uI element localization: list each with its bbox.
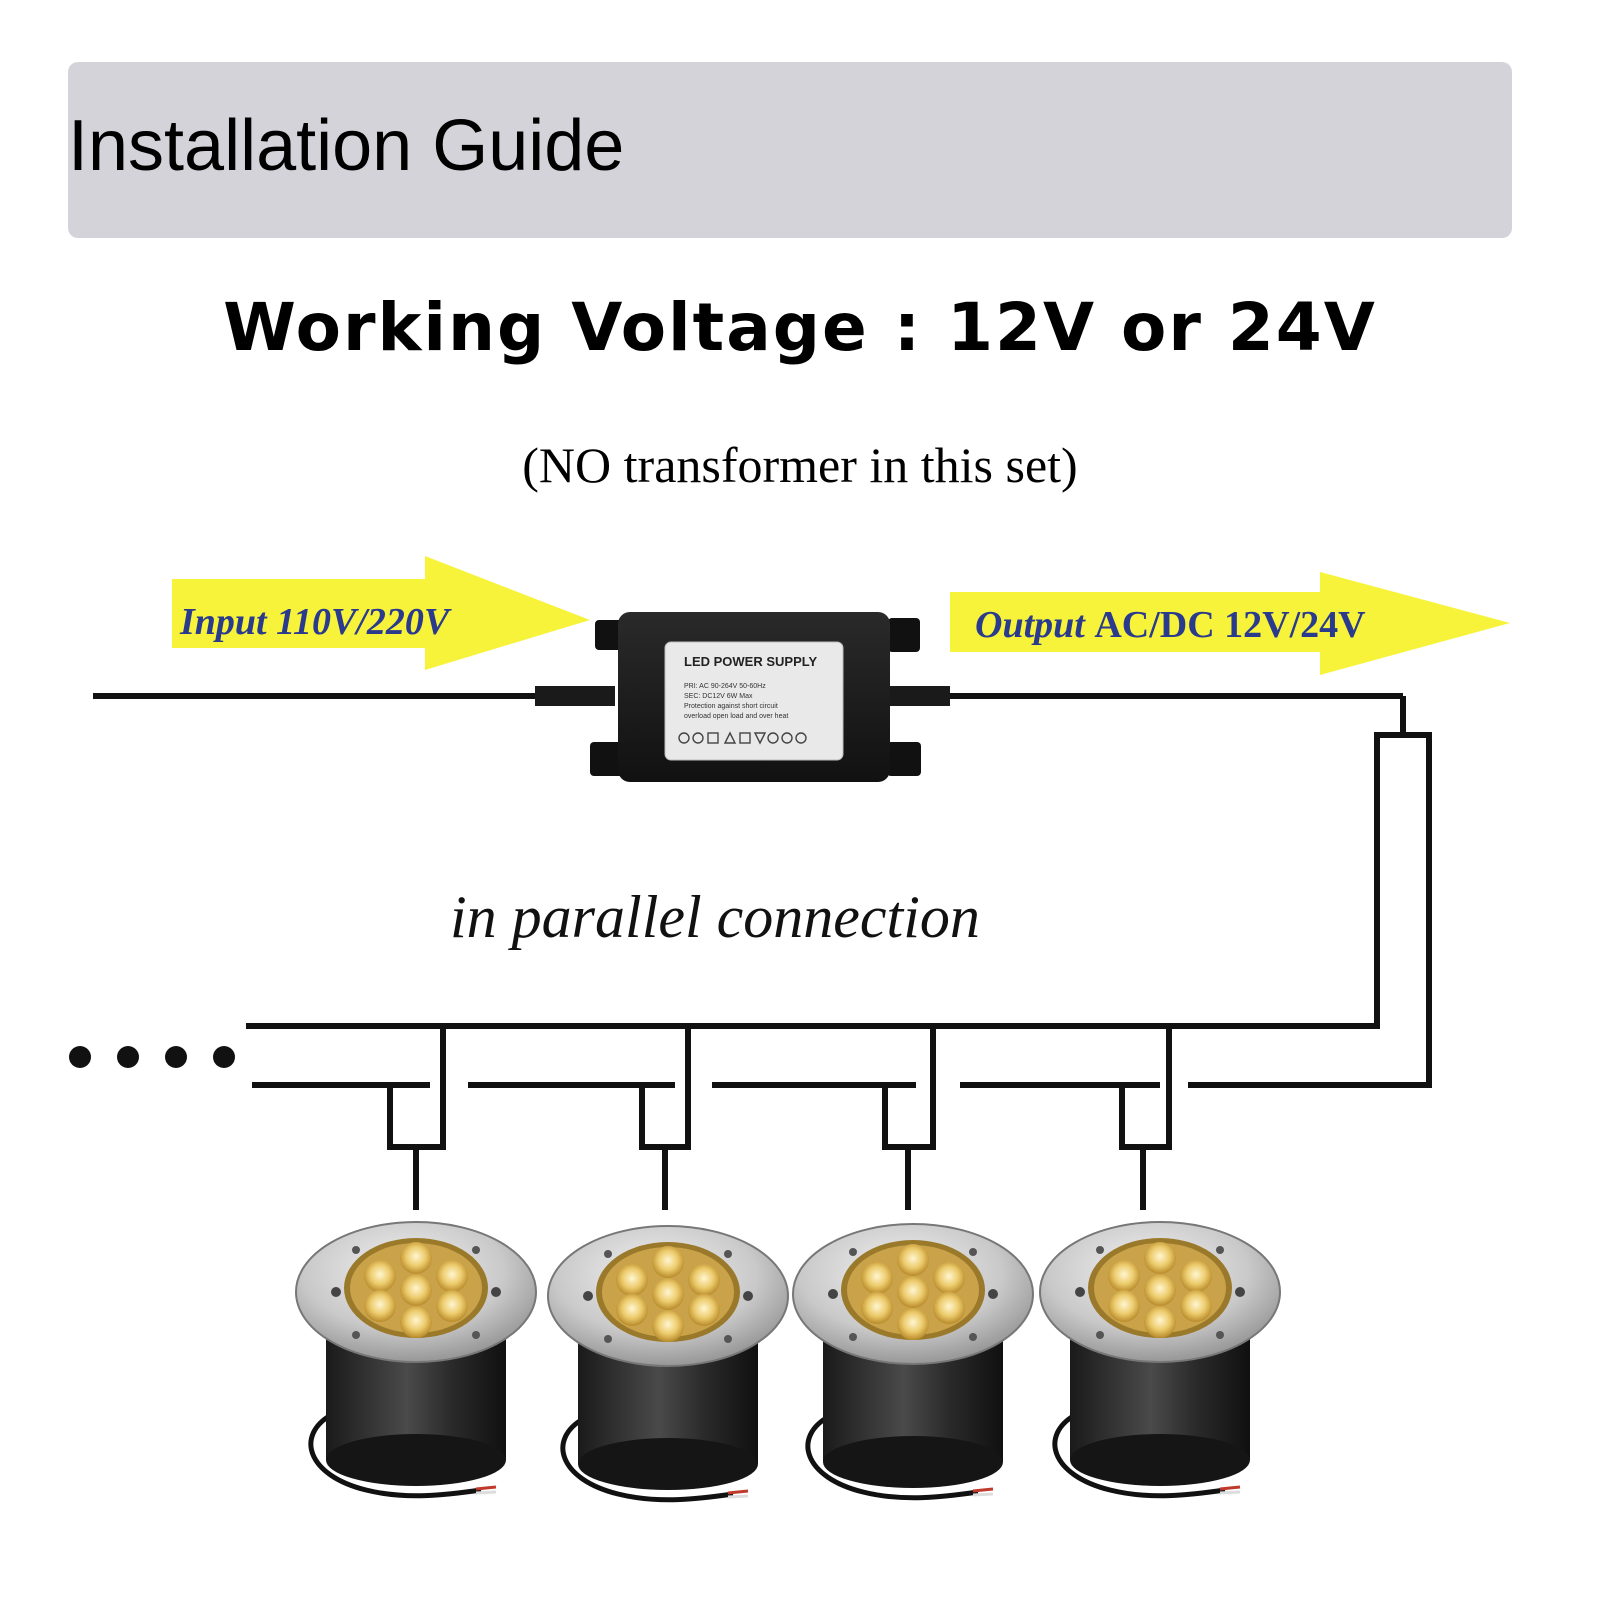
psu-label: LED POWER SUPPLY bbox=[684, 654, 817, 669]
led-power-supply: LED POWER SUPPLY PRI: AC 90-264V 50-60Hz… bbox=[590, 612, 921, 782]
psu-line-3: Protection against short circuit bbox=[684, 703, 778, 710]
led-ground-light-icon bbox=[1040, 1222, 1280, 1496]
psu-line-2: SEC: DC12V 6W Max bbox=[684, 693, 753, 700]
psu-line-4: overload open load and over heat bbox=[684, 713, 788, 720]
led-ground-light-icon bbox=[296, 1222, 536, 1496]
output-arrow-label-b: AC/DC 12V/24V bbox=[1094, 604, 1366, 646]
working-voltage-title: Working Voltage : 12V or 24V bbox=[223, 289, 1377, 366]
parallel-connection-label: in parallel connection bbox=[450, 884, 980, 950]
certification-icons bbox=[678, 731, 807, 745]
transformer-note: (NO transformer in this set) bbox=[522, 437, 1078, 493]
svg-text:Output AC/DC 12V/24V: Output AC/DC 12V/24V bbox=[975, 604, 1366, 646]
psu-line-1: PRI: AC 90-264V 50-60Hz bbox=[684, 683, 766, 690]
input-arrow-label: Input 110V/220V bbox=[179, 601, 452, 643]
led-ground-light-icon bbox=[548, 1226, 788, 1500]
led-ground-light-icon bbox=[793, 1224, 1033, 1498]
continuation-dots bbox=[69, 1046, 235, 1068]
output-arrow-label-a: Output bbox=[975, 604, 1094, 646]
output-arrow: Output AC/DC 12V/24V bbox=[950, 572, 1510, 675]
header-bar: Installation Guide bbox=[68, 62, 1512, 238]
input-arrow: Input 110V/220V bbox=[172, 556, 590, 670]
page-title: Installation Guide bbox=[68, 106, 625, 186]
